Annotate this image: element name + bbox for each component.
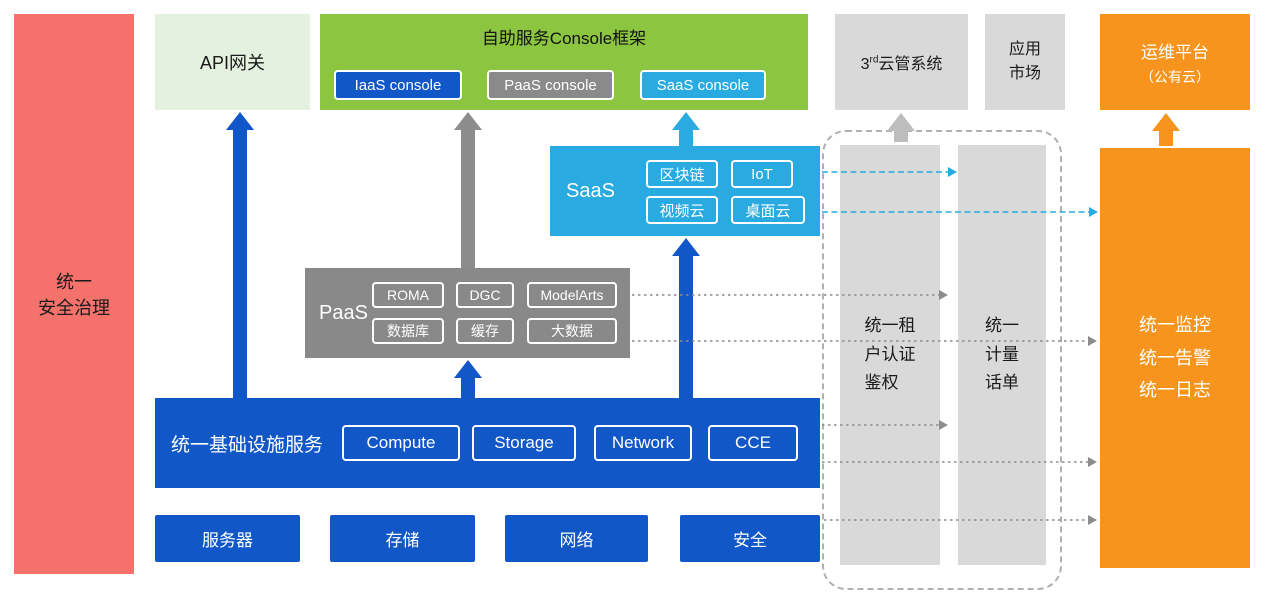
security-box: 安全 <box>680 515 820 562</box>
auth-label: 统一租 户认证 鉴权 <box>864 315 916 393</box>
infrastructure-label: 统一基础设施服务 <box>171 434 324 456</box>
compute-chip: Compute <box>342 425 460 461</box>
third-party-sup: rd <box>869 54 879 66</box>
third-party-cloud-box: 3rd云管系统 <box>835 14 968 110</box>
api-gateway-box: API网关 <box>155 14 310 110</box>
bigdata-chip: 大数据 <box>527 318 617 344</box>
third-party-rest: 云管系统 <box>878 56 943 73</box>
console-frame-title: 自助服务Console框架 <box>481 29 647 48</box>
iot-chip: IoT <box>731 160 793 188</box>
security-governance-label: 统一 安全治理 <box>38 272 110 318</box>
storage-box: 存储 <box>330 515 475 562</box>
cce-chip: CCE <box>708 425 798 461</box>
third-party-base: 3 <box>860 56 870 73</box>
om-platform-subtitle: （公有云） <box>1140 68 1210 85</box>
network-chip: Network <box>594 425 692 461</box>
blockchain-chip: 区块链 <box>646 160 718 188</box>
monitoring-box: 统一监控 统一告警 统一日志 <box>1100 148 1250 568</box>
server-box: 服务器 <box>155 515 300 562</box>
storage-chip: Storage <box>472 425 576 461</box>
tenant-services-dashed-frame <box>822 130 1062 590</box>
third-party-cloud-label: 3rd云管系统 <box>861 50 943 74</box>
arrow-infra-to-api-gateway <box>226 112 254 398</box>
console-frame-box: 自助服务Console框架 IaaS console PaaS console … <box>320 14 808 110</box>
saas-label: SaaS <box>566 179 615 202</box>
monitoring-label: 统一监控 统一告警 统一日志 <box>1139 315 1211 401</box>
video-cloud-chip: 视频云 <box>646 196 718 224</box>
paas-label: PaaS <box>319 301 368 324</box>
saas-box: SaaS 区块链 IoT 视频云 桌面云 <box>550 146 820 236</box>
om-platform-box: 运维平台 （公有云） <box>1100 14 1250 110</box>
auth-bar: 统一租 户认证 鉴权 <box>840 145 940 565</box>
metering-label: 统一 计量 话单 <box>985 315 1019 393</box>
app-market-label: 应用 市场 <box>1008 41 1041 82</box>
om-platform-title: 运维平台 <box>1141 42 1209 62</box>
security-governance-bar: 统一 安全治理 <box>14 14 134 574</box>
arrow-saas-to-console <box>672 112 700 146</box>
arrow-paas-to-console <box>454 112 482 268</box>
modelarts-chip: ModelArts <box>527 282 617 308</box>
dgc-chip: DGC <box>456 282 514 308</box>
database-chip: 数据库 <box>372 318 444 344</box>
paas-console-chip: PaaS console <box>487 70 614 100</box>
arrow-infra-to-saas <box>672 238 700 398</box>
arrow-monitoring-to-om <box>1152 113 1180 146</box>
infrastructure-box: 统一基础设施服务 Compute Storage Network CCE <box>155 398 820 488</box>
api-gateway-label: API网关 <box>199 53 265 73</box>
arrow-infra-to-paas <box>454 360 482 398</box>
app-market-box: 应用 市场 <box>985 14 1065 110</box>
desktop-cloud-chip: 桌面云 <box>731 196 805 224</box>
iaas-console-chip: IaaS console <box>334 70 462 100</box>
roma-chip: ROMA <box>372 282 444 308</box>
network-box: 网络 <box>505 515 648 562</box>
paas-box: PaaS ROMA DGC ModelArts 数据库 缓存 大数据 <box>305 268 630 358</box>
saas-console-chip: SaaS console <box>640 70 766 100</box>
cache-chip: 缓存 <box>456 318 514 344</box>
metering-bar: 统一 计量 话单 <box>958 145 1046 565</box>
